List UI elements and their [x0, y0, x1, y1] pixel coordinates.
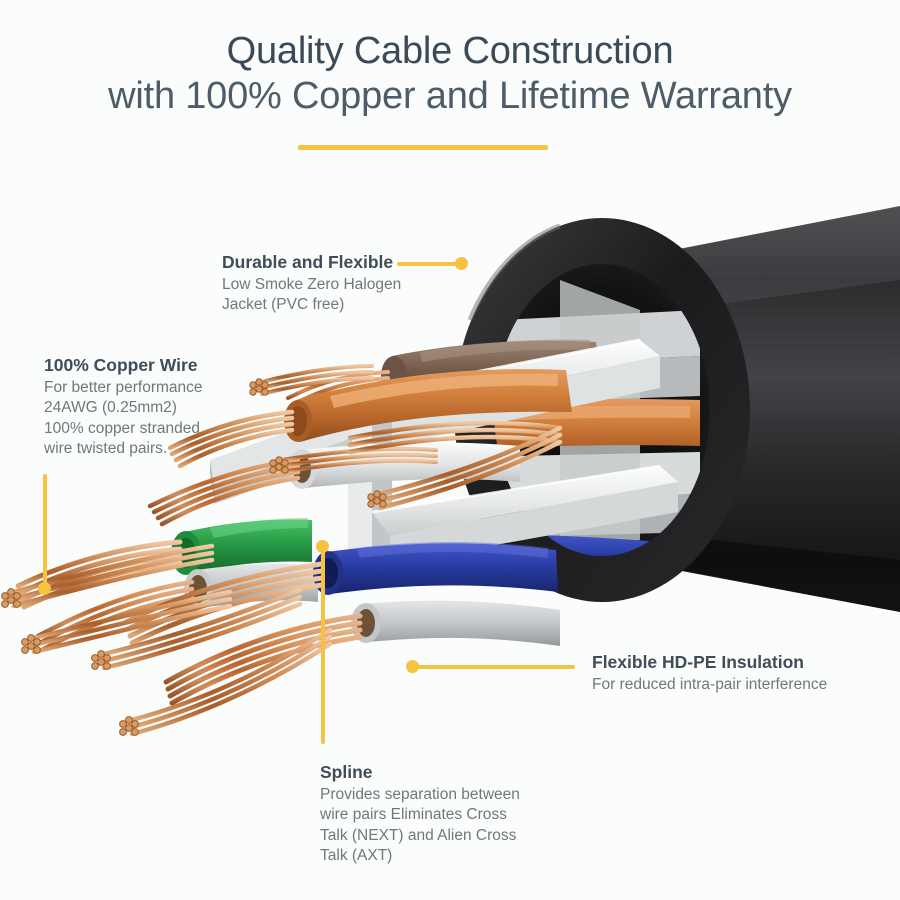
callout-spline: Spline Provides separation between wire …	[320, 762, 520, 867]
leader-line-copper	[43, 474, 47, 588]
leader-dot-insulation	[406, 660, 419, 673]
callout-body-line: 24AWG (0.25mm2)	[44, 399, 177, 417]
page-title-line-1: Quality Cable Construction	[226, 30, 674, 72]
callout-hdpe-insulation: Flexible HD-PE Insulation For reduced in…	[592, 652, 827, 695]
leader-dot-durable	[455, 257, 468, 270]
wire-pair-white-blue	[163, 600, 560, 706]
leader-line-spline	[321, 548, 325, 744]
callout-body-line: Provides separation between	[320, 786, 520, 803]
callout-durable-and-flexible: Durable and Flexible Low Smoke Zero Halo…	[222, 252, 401, 316]
callout-body-line: 100% copper stranded	[44, 419, 200, 437]
callout-heading: Spline	[320, 762, 373, 782]
copper-strand-bundles	[1, 364, 563, 737]
cable-cutaway-illustration	[0, 160, 900, 760]
leader-dot-copper	[38, 582, 51, 595]
callout-body-line: wire twisted pairs.	[44, 440, 168, 458]
callout-heading: Flexible HD-PE Insulation	[592, 652, 804, 672]
callout-body-line: Talk (NEXT) and Alien Cross	[320, 826, 517, 844]
page-header: Quality Cable Construction with 100% Cop…	[0, 0, 900, 119]
wire-pair-orange	[167, 369, 572, 469]
callout-body-line: Talk (AXT)	[320, 847, 393, 865]
leader-line-insulation	[418, 665, 575, 669]
callout-body-line: For better performance	[44, 379, 203, 396]
callout-heading: 100% Copper Wire	[44, 355, 198, 375]
callout-heading: Durable and Flexible	[222, 252, 394, 272]
callout-body: Provides separation between wire pairs E…	[320, 785, 520, 867]
title-underline-rule	[298, 145, 548, 150]
page-title-line-2: with 100% Copper and Lifetime Warranty	[108, 75, 792, 118]
callout-body: For better performance 24AWG (0.25mm2) 1…	[44, 378, 203, 460]
callout-body: Low Smoke Zero Halogen Jacket (PVC free)	[222, 275, 401, 316]
leader-line-durable	[397, 262, 459, 266]
callout-body-line: Jacket (PVC free)	[222, 296, 345, 314]
callout-body: For reduced intra-pair interference	[592, 675, 827, 695]
callout-body-line: wire pairs Eliminates Cross	[320, 806, 507, 824]
leader-dot-spline	[316, 540, 329, 553]
callout-body-line: Low Smoke Zero Halogen	[222, 276, 402, 293]
callout-body-line: For reduced intra-pair interference	[592, 676, 828, 693]
callout-copper-wire: 100% Copper Wire For better performance …	[44, 355, 203, 460]
